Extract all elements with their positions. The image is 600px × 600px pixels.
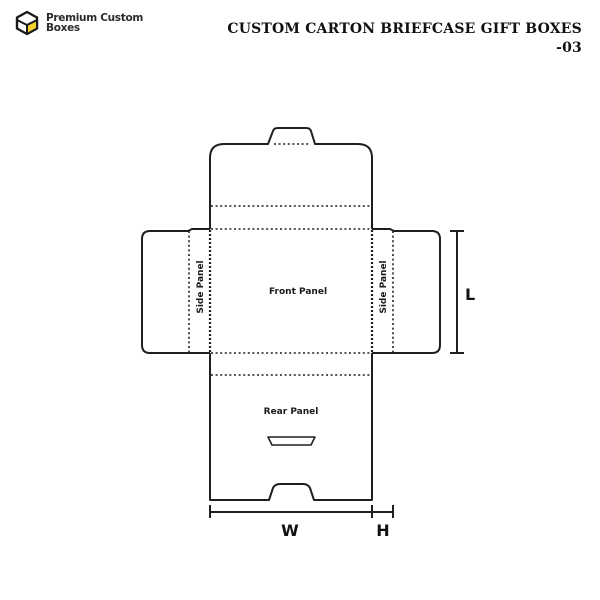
page-title: CUSTOM CARTON BRIEFCASE GIFT BOXES -03	[227, 20, 582, 58]
front-panel-label: Front Panel	[269, 287, 327, 297]
brand-name-line1: Premium Custom	[46, 12, 144, 24]
right-side-panel-label: Side Panel	[379, 260, 389, 313]
rear-panel-label: Rear Panel	[264, 407, 319, 417]
length-label: L	[465, 285, 475, 304]
width-dimension-line	[209, 505, 373, 518]
length-dimension-line	[450, 230, 464, 354]
height-label: H	[376, 521, 389, 540]
brand-logo: Premium Custom Boxes	[14, 10, 143, 36]
left-side-panel-label: Side Panel	[196, 260, 206, 313]
page-title-line1: CUSTOM CARTON BRIEFCASE GIFT BOXES	[227, 21, 582, 37]
top-flap-outline	[209, 127, 373, 229]
right-side-flap-outline	[372, 228, 441, 354]
width-label: W	[281, 521, 299, 540]
handle-slot	[267, 436, 316, 446]
brand-name-line2: Boxes	[46, 22, 80, 34]
height-dimension-line	[372, 505, 394, 518]
left-side-flap-outline	[141, 228, 210, 354]
brand-name: Premium Custom Boxes	[46, 12, 144, 34]
rear-panel-outline	[209, 353, 373, 501]
page-title-line2: -03	[556, 40, 582, 56]
cube-logo-icon	[15, 10, 39, 36]
